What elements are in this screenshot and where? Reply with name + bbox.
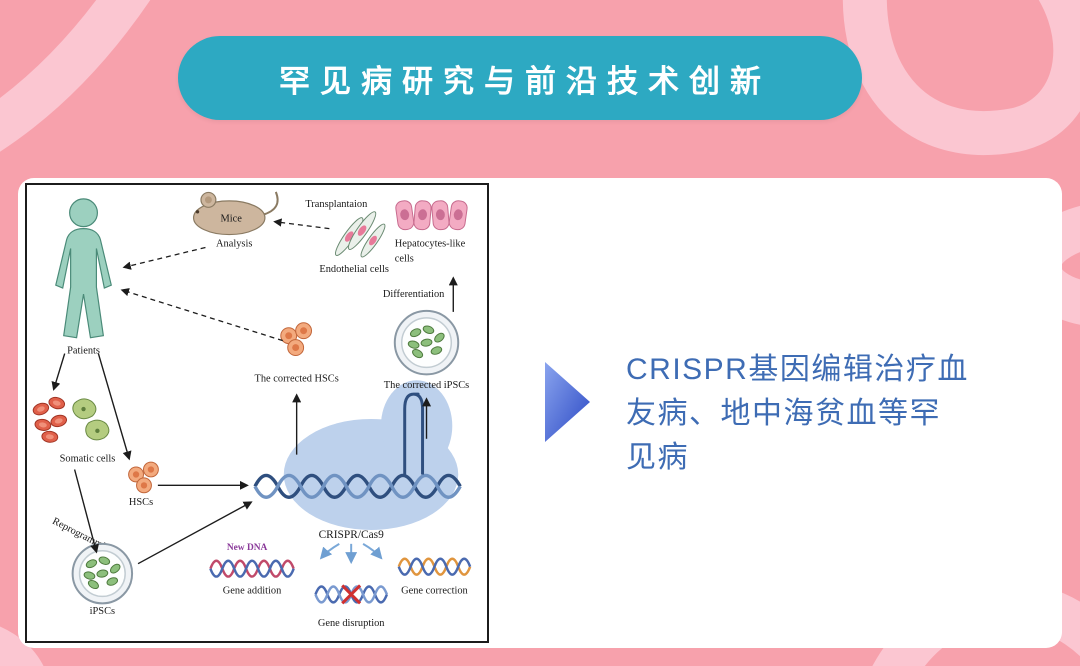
label-somatic-cells: Somatic cells (60, 454, 116, 465)
arrow-ipscs-to-helix (137, 501, 253, 565)
arrow-somatic-to-ipscs (73, 469, 99, 554)
title-banner: 罕见病研究与前沿技术创新 (178, 36, 862, 120)
label-ipscs: iPSCs (90, 606, 115, 617)
guide-rna-hairpin (403, 392, 425, 475)
caption-line: 友病、地中海贫血等罕 (626, 397, 941, 430)
label-new-dna: New DNA (227, 543, 268, 553)
label-endothelial-cells: Endothelial cells (319, 264, 389, 275)
crispr-ipsc-diagram: Patients Mice Analysis Transplantaion (32, 191, 472, 629)
arrow-endothelial-to-mice (273, 218, 330, 230)
caption-line: CRISPR基因编辑治疗血 (626, 353, 969, 386)
flow-arrows (51, 276, 458, 565)
label-hepatocytes-1: Hepatocytes-like (395, 238, 466, 249)
corrected-ipscs-dish (393, 309, 460, 376)
content-card: Patients Mice Analysis Transplantaion (18, 178, 1062, 648)
label-mice: Mice (221, 214, 243, 225)
caption-line: 见病 (626, 441, 689, 474)
endothelial-cells-illustration (335, 211, 386, 258)
label-corrected-ipscs: The corrected iPSCs (384, 380, 469, 391)
label-gene-correction: Gene correction (401, 585, 468, 596)
label-hscs: HSCs (129, 497, 153, 508)
label-crispr-cas9: CRISPR/Cas9 (319, 529, 385, 541)
ribbon-top-right (842, 0, 1080, 156)
dna-helix (253, 392, 462, 499)
pointer-arrow (545, 362, 590, 442)
arrow-patient-to-somatic (51, 353, 66, 391)
fan-arrows (319, 542, 383, 565)
page-title: 罕见病研究与前沿技术创新 (279, 63, 771, 99)
caption-text: CRISPR基因编辑治疗血 友病、地中海贫血等罕 见病 (626, 348, 1050, 480)
mouse-illustration (192, 191, 279, 236)
ipscs-dish (71, 542, 134, 605)
label-corrected-hscs: The corrected HSCs (255, 373, 339, 384)
arrow-mice-to-patient (122, 246, 206, 270)
gene-disruption-helix (314, 584, 389, 605)
ribbon-top-left (0, 0, 151, 152)
label-analysis: Analysis (216, 238, 252, 249)
dashed-arrows (120, 218, 330, 342)
gene-correction-helix (397, 557, 472, 576)
label-transplantation: Transplantaion (305, 199, 368, 210)
hepatocyte-cells-illustration (395, 200, 468, 231)
label-gene-addition: Gene addition (223, 585, 282, 596)
somatic-cells-illustration (32, 396, 110, 443)
hscs-cells (128, 461, 159, 494)
diagram-frame: Patients Mice Analysis Transplantaion (25, 183, 489, 643)
cas9-blob (283, 380, 459, 530)
label-gene-disruption: Gene disruption (318, 618, 385, 629)
arrow-corrected-hscs-to-patient (120, 288, 283, 342)
label-hepatocytes-2: cells (395, 253, 414, 264)
label-patients: Patients (67, 346, 100, 357)
label-differentiation: Differentiation (383, 289, 445, 300)
patient-figure (55, 198, 112, 339)
arrow-patient-to-hscs (97, 353, 132, 461)
disruption-x-mark (341, 584, 362, 605)
corrected-hscs-cells (280, 322, 313, 356)
gene-addition-helix (209, 559, 295, 578)
